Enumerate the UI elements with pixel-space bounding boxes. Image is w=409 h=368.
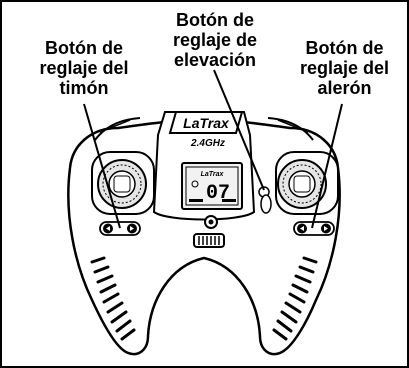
rudder-trim-label-line3: timón bbox=[59, 78, 109, 98]
left-shoulder bbox=[94, 117, 141, 141]
band-text: 2.4GHz bbox=[190, 138, 225, 149]
lcd-bar-right bbox=[222, 199, 236, 202]
right-shoulder-ridge bbox=[277, 119, 309, 133]
right-shoulder bbox=[267, 117, 314, 141]
lcd-bar-left bbox=[189, 199, 203, 202]
lcd-antenna-icon bbox=[191, 180, 199, 188]
logo-plate bbox=[168, 111, 244, 134]
logo-text: LaTrax bbox=[183, 115, 230, 131]
rudder-trim-callout: Botón de reglaje del timón bbox=[14, 38, 154, 98]
left-shoulder-ridge bbox=[99, 119, 131, 133]
rudder-trim-buttons[interactable] bbox=[99, 221, 141, 236]
power-switch[interactable] bbox=[193, 233, 225, 248]
left-grip-texture bbox=[90, 256, 136, 341]
rudder-trim-label-line2: reglaje del bbox=[39, 58, 129, 78]
elevator-leader-line bbox=[213, 69, 265, 191]
lcd-screen bbox=[181, 162, 243, 210]
left-stick-grip bbox=[113, 175, 131, 193]
left-stick-cap[interactable] bbox=[108, 170, 136, 198]
right-stick-grip bbox=[293, 175, 311, 193]
right-stick-cap[interactable] bbox=[288, 170, 316, 198]
left-stick-ring-inner bbox=[102, 164, 142, 204]
aileron-trim-callout: Botón de reglaje del alerón bbox=[282, 38, 407, 98]
aileron-trim-label-line2: reglaje del bbox=[299, 58, 390, 78]
right-stick-ring-inner bbox=[282, 164, 322, 204]
rudder-trim-label-line1: Botón de bbox=[45, 38, 123, 58]
elevator-trim-callout: Botón de reglaje de elevación bbox=[140, 10, 290, 70]
rudder-leader-line bbox=[83, 103, 121, 229]
aileron-trim-label-line1: Botón de bbox=[305, 38, 384, 58]
lcd-inner bbox=[185, 166, 239, 206]
lcd-brand: LaTrax bbox=[201, 171, 225, 178]
elevator-trim-label-line2: reglaje de bbox=[172, 30, 258, 50]
right-grip-texture bbox=[272, 256, 318, 341]
aileron-trim-label-line3: alerón bbox=[317, 78, 372, 98]
elevator-trim-label-line3: elevación bbox=[173, 50, 257, 70]
aileron-leader-line bbox=[311, 103, 343, 229]
elevator-trim-label-line1: Botón de bbox=[176, 10, 254, 30]
elevator-trim-rocker[interactable] bbox=[260, 194, 272, 214]
power-led-inner bbox=[208, 219, 214, 225]
power-switch-ridges bbox=[198, 236, 220, 245]
